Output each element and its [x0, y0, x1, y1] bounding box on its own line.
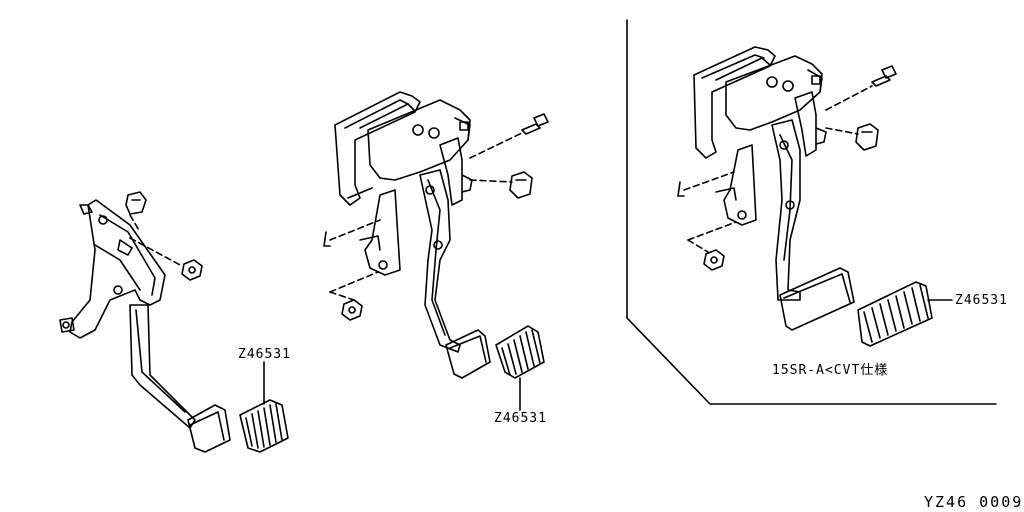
variant-note: 15SR-A<CVT仕様 [772, 363, 889, 378]
left-assembly-leaders [129, 214, 183, 267]
figure-reference: YZ46 0009 [924, 493, 1024, 511]
middle-assembly-leaders [329, 131, 525, 301]
middle-pad-part-number: Z46531 [494, 411, 547, 426]
right-pad-part-number: Z46531 [955, 293, 1008, 308]
left-pad-part-number: Z46531 [238, 347, 291, 362]
middle-pedal-assembly [323, 91, 549, 379]
left-pedal-assembly [59, 191, 289, 453]
right-assembly-leaders [683, 85, 873, 253]
variant-outline [626, 19, 997, 405]
right-pedal-assembly [677, 46, 933, 347]
